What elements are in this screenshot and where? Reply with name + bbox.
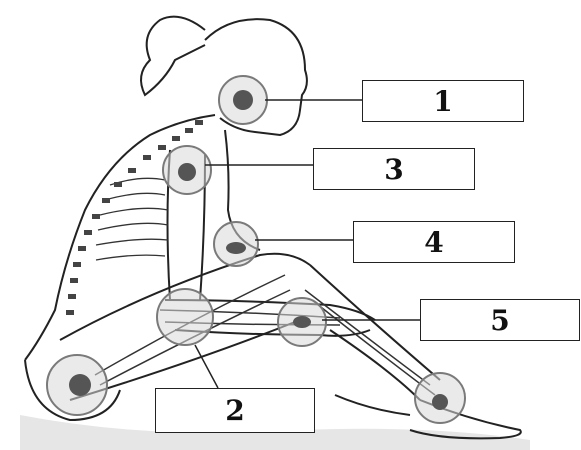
label-box-3[interactable]: 3 — [313, 148, 475, 190]
label-box-5[interactable]: 5 — [420, 299, 580, 341]
label-3-text: 3 — [384, 153, 403, 186]
label-4-text: 4 — [424, 226, 443, 259]
rib-cage — [96, 178, 168, 260]
label-box-2[interactable]: 2 — [155, 388, 315, 433]
knee-joint-circle — [157, 289, 213, 345]
label-2-text: 2 — [225, 394, 244, 427]
label-1-text: 1 — [433, 85, 452, 118]
label-box-4[interactable]: 4 — [353, 221, 515, 263]
label-box-1[interactable]: 1 — [362, 80, 524, 122]
label-5-text: 5 — [490, 304, 509, 337]
